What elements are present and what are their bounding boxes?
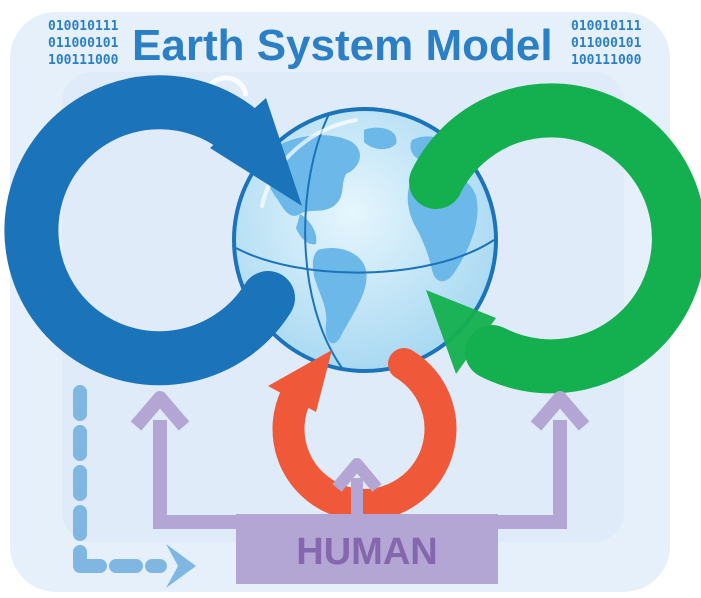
dashed-flow-arrow-icon: [73, 385, 196, 588]
green-cycle-arrow-icon: [409, 83, 701, 394]
binary-left-line-3: 100111000: [48, 53, 119, 68]
binary-left: 010010111 011000101 100111000: [48, 19, 119, 68]
binary-left-line-2: 011000101: [48, 36, 119, 51]
human-box: [236, 514, 498, 584]
page-title: Earth System Model: [132, 21, 553, 70]
red-cycle-arrow-icon: [268, 348, 457, 521]
blue-cycle-arrow-icon: [4, 75, 302, 386]
human-label: HUMAN: [296, 531, 437, 573]
binary-right: 010010111 011000101 100111000: [571, 19, 642, 68]
binary-left-line-1: 010010111: [48, 19, 119, 34]
binary-right-line-2: 011000101: [571, 36, 642, 51]
binary-right-line-1: 010010111: [571, 19, 642, 34]
binary-right-line-3: 100111000: [571, 53, 642, 68]
